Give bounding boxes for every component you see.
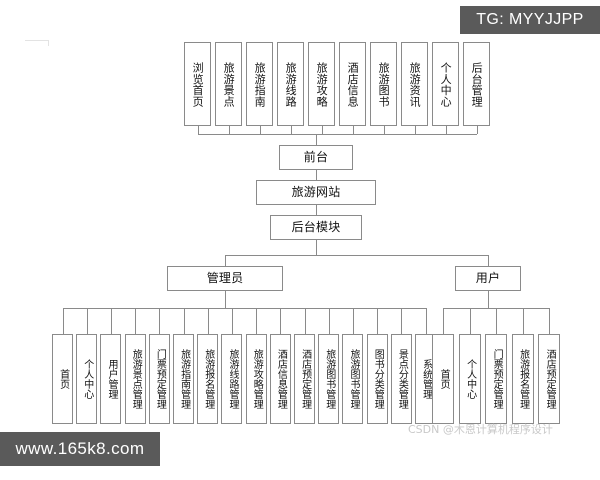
site-url-watermark: www.165k8.com [0,432,160,466]
user-leaf-3[interactable]: 旅游报名管理 [511,334,534,424]
admin-stub-13 [377,308,378,334]
admin-stub-15 [426,308,427,334]
frontend-leaf-2[interactable]: 旅游指南 [246,42,273,126]
frontend-leaf-8[interactable]: 个人中心 [432,42,459,126]
admin-stub-0 [63,308,64,334]
user-leaf-1[interactable]: 个人中心 [458,334,481,424]
user-stub-0 [443,308,444,334]
admin-drop-line [225,255,226,266]
frontend-to-root-line [316,170,317,180]
user-stub-4 [549,308,550,334]
admin-leaf-15[interactable]: 系统管理 [415,334,436,424]
frontend-stub-8 [446,126,447,134]
user-drop-line [488,255,489,266]
frontend-leaf-0[interactable]: 浏览首页 [184,42,211,126]
admin-stub-7 [232,308,233,334]
admin-stub-10 [305,308,306,334]
frontend-leaf-1[interactable]: 旅游景点 [215,42,242,126]
scan-artifact [25,40,49,46]
user-stem-line [488,291,489,308]
admin-stub-14 [401,308,402,334]
frontend-leaf-7[interactable]: 旅游资讯 [401,42,428,126]
tg-tag-watermark: TG: MYYJJPP [460,6,600,34]
frontend-leaf-3[interactable]: 旅游线路 [277,42,304,126]
frontend-stub-1 [229,126,230,134]
admin-stub-1 [87,308,88,334]
user-leaf-0[interactable]: 首页 [432,334,454,424]
frontend-stub-7 [415,126,416,134]
admin-leaf-1[interactable]: 个人中心 [76,334,98,424]
user-leaf-4[interactable]: 酒店预定管理 [538,334,560,424]
admin-leaf-4[interactable]: 门票预定管理 [148,334,170,424]
admin-leaf-7[interactable]: 旅游线路管理 [221,334,243,424]
frontend-leaf-5[interactable]: 酒店信息 [339,42,366,126]
user-stub-3 [523,308,524,334]
admin-leaf-14[interactable]: 景点分类管理 [390,334,412,424]
admin-leaf-2[interactable]: 用户管理 [100,334,122,424]
admin-stem-line [225,291,226,308]
frontend-stub-0 [198,126,199,134]
admin-leaf-5[interactable]: 旅游指南管理 [173,334,194,424]
user-stub-1 [470,308,471,334]
frontend-leaf-6[interactable]: 旅游图书 [370,42,397,126]
frontend-stub-9 [477,126,478,134]
frontend-bus-line [197,134,477,135]
backend-drop-line [316,240,317,255]
root-to-backend-line [316,205,317,215]
admin-leaf-0[interactable]: 首页 [52,334,73,424]
frontend-stub-2 [260,126,261,134]
frontend-stub-6 [384,126,385,134]
csdn-watermark: CSDN @木恩计算机程序设计 [408,423,553,436]
admin-stub-2 [111,308,112,334]
admin-leaf-12[interactable]: 旅游图书管理 [342,334,364,424]
user-stub-2 [496,308,497,334]
node-frontend[interactable]: 前台 [279,145,353,170]
frontend-leaf-4[interactable]: 旅游攻略 [308,42,335,126]
admin-stub-8 [256,308,257,334]
frontend-stub-3 [291,126,292,134]
frontend-drop-line [316,134,317,145]
admin-stub-3 [135,308,136,334]
admin-leaf-6[interactable]: 旅游报名管理 [197,334,219,424]
admin-stub-11 [329,308,330,334]
frontend-stub-4 [322,126,323,134]
admin-bus-line [62,308,426,309]
node-role-user[interactable]: 用户 [455,266,521,291]
frontend-leaf-9[interactable]: 后台管理 [463,42,490,126]
user-leaf-2[interactable]: 门票预定管理 [485,334,507,424]
node-root-website[interactable]: 旅游网站 [256,180,376,205]
admin-leaf-11[interactable]: 旅游图书管理 [318,334,340,424]
node-role-admin[interactable]: 管理员 [167,266,283,291]
admin-leaf-13[interactable]: 图书分类管理 [366,334,388,424]
admin-stub-5 [184,308,185,334]
admin-stub-4 [159,308,160,334]
admin-leaf-10[interactable]: 酒店预定管理 [294,334,315,424]
frontend-stub-5 [353,126,354,134]
role-bus-line [225,255,488,256]
admin-stub-9 [280,308,281,334]
admin-leaf-9[interactable]: 酒店信息管理 [269,334,291,424]
admin-leaf-3[interactable]: 旅游景点管理 [124,334,146,424]
admin-leaf-8[interactable]: 旅游攻略管理 [245,334,267,424]
admin-stub-12 [353,308,354,334]
node-backend-module[interactable]: 后台模块 [270,215,362,240]
admin-stub-6 [208,308,209,334]
